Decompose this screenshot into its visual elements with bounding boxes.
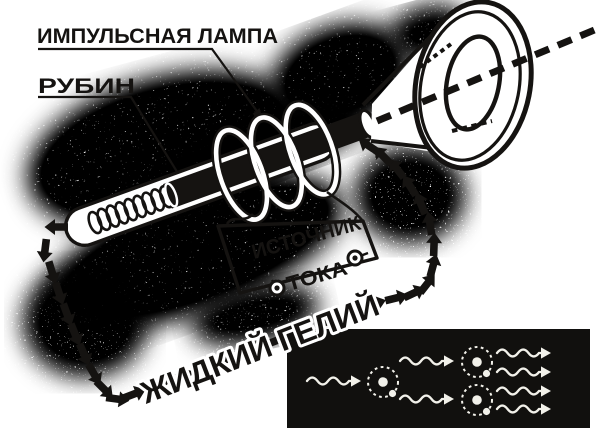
- terminal-icon: [346, 249, 369, 267]
- coil-wire-left: [225, 213, 254, 225]
- ruby-rod: [163, 111, 373, 209]
- coil-wire-right: [326, 190, 363, 221]
- emission-inset: [287, 329, 590, 428]
- terminal-icon: [268, 279, 286, 297]
- pulse-lamp-label: ИМПУЛЬСНАЯ ЛАМПА: [37, 25, 278, 48]
- ruby-rod-left-end: [164, 182, 179, 208]
- spring-icon: [87, 184, 175, 235]
- ruby-label: РУБИН: [38, 75, 135, 98]
- rim-hatch-upper: [418, 42, 453, 69]
- flash-lamp-coil: [211, 100, 342, 225]
- laser-tube-assembly: [64, 100, 377, 247]
- ruby-leader: [38, 95, 180, 176]
- laser-beam-dashed: [375, 23, 600, 125]
- rim-hatch-lower: [451, 119, 493, 133]
